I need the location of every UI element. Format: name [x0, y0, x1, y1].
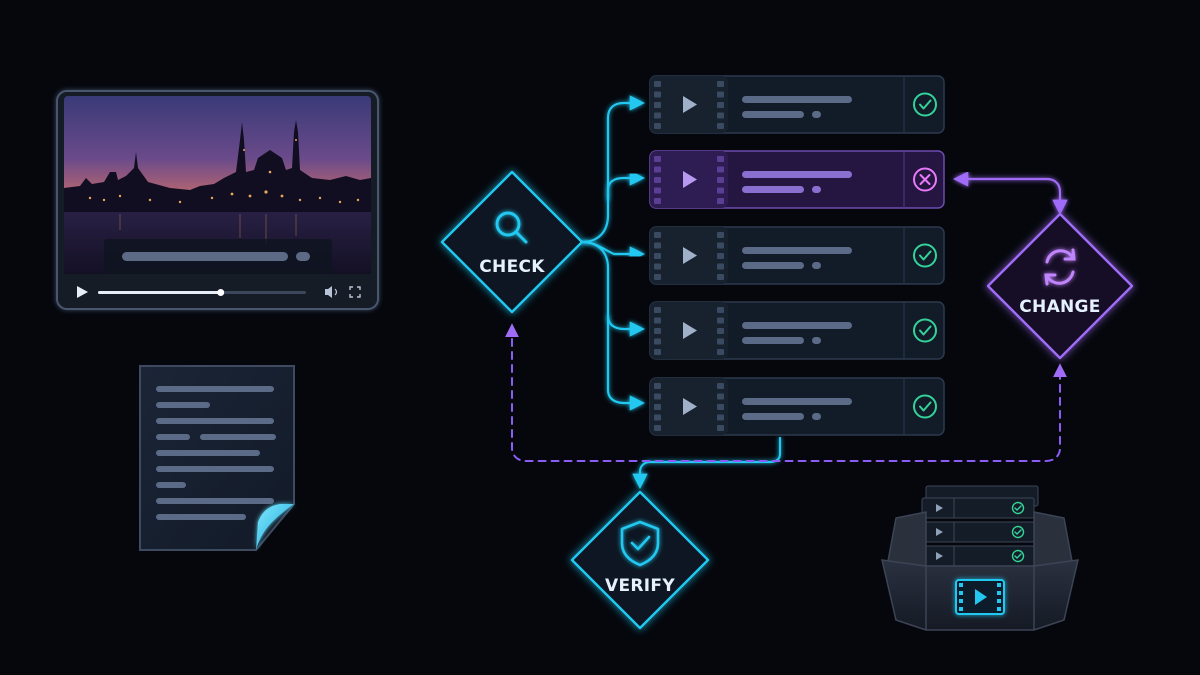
change-node[interactable]: CHANGE: [986, 212, 1134, 360]
film-strip-icon: [650, 151, 728, 208]
play-icon[interactable]: [77, 286, 88, 298]
page-curl: [256, 504, 294, 550]
film-strip-icon: [650, 302, 728, 359]
check-circle-icon: [913, 243, 937, 268]
check-node[interactable]: CHECK: [440, 170, 584, 314]
output-package: [881, 485, 1079, 631]
check-label: CHECK: [479, 257, 545, 277]
progress-fill: [98, 291, 221, 294]
packaged-clip: [921, 545, 1035, 567]
shield-check-icon: [620, 520, 660, 567]
play-icon: [936, 504, 943, 512]
clip-row[interactable]: [649, 226, 945, 285]
arrow-check-to-clip-2: [606, 170, 646, 202]
play-icon[interactable]: [683, 96, 697, 113]
x-circle-icon: [913, 167, 937, 192]
film-strip-icon: [650, 76, 728, 133]
clip-row[interactable]: [649, 75, 945, 134]
film-strip-icon: [650, 227, 728, 284]
connectors: [208, 95, 1068, 569]
volume-icon[interactable]: [325, 286, 338, 298]
packaged-clips: [921, 485, 1039, 567]
clip-row[interactable]: [649, 150, 945, 209]
check-circle-icon: [1011, 549, 1025, 563]
verify-label: VERIFY: [605, 576, 675, 596]
check-circle-icon: [1011, 501, 1025, 515]
dashed-loop-back: [505, 323, 1067, 462]
play-icon[interactable]: [683, 247, 697, 264]
arrow-check-to-clip-5: [606, 314, 646, 411]
play-icon: [936, 552, 943, 560]
fullscreen-icon[interactable]: [349, 286, 361, 298]
play-icon[interactable]: [683, 398, 697, 415]
change-label: CHANGE: [1019, 297, 1100, 317]
packaged-clip: [921, 521, 1035, 543]
film-strip-icon: [650, 378, 728, 435]
arrow-change-to-rejected-clip: [952, 171, 1068, 216]
clip-list: [649, 75, 945, 436]
refresh-icon: [1044, 248, 1076, 286]
check-circle-icon: [913, 318, 937, 343]
video-player[interactable]: [56, 90, 379, 310]
play-icon[interactable]: [683, 322, 697, 339]
progress-knob[interactable]: [217, 289, 225, 296]
check-circle-icon: [1011, 525, 1025, 539]
check-circle-icon: [913, 92, 937, 117]
progress-bar[interactable]: [98, 289, 306, 296]
arrow-check-to-clip-1: [580, 95, 646, 244]
packaged-clip: [921, 497, 1035, 519]
verify-node[interactable]: VERIFY: [570, 490, 710, 630]
clip-row[interactable]: [649, 301, 945, 360]
play-icon[interactable]: [683, 171, 697, 188]
film-play-icon: [955, 579, 1005, 615]
magnifier-icon: [495, 211, 528, 244]
clip-row[interactable]: [649, 377, 945, 436]
script-document: [139, 365, 295, 551]
check-circle-icon: [913, 394, 937, 419]
caption-bar: [104, 239, 332, 274]
play-icon: [936, 528, 943, 536]
